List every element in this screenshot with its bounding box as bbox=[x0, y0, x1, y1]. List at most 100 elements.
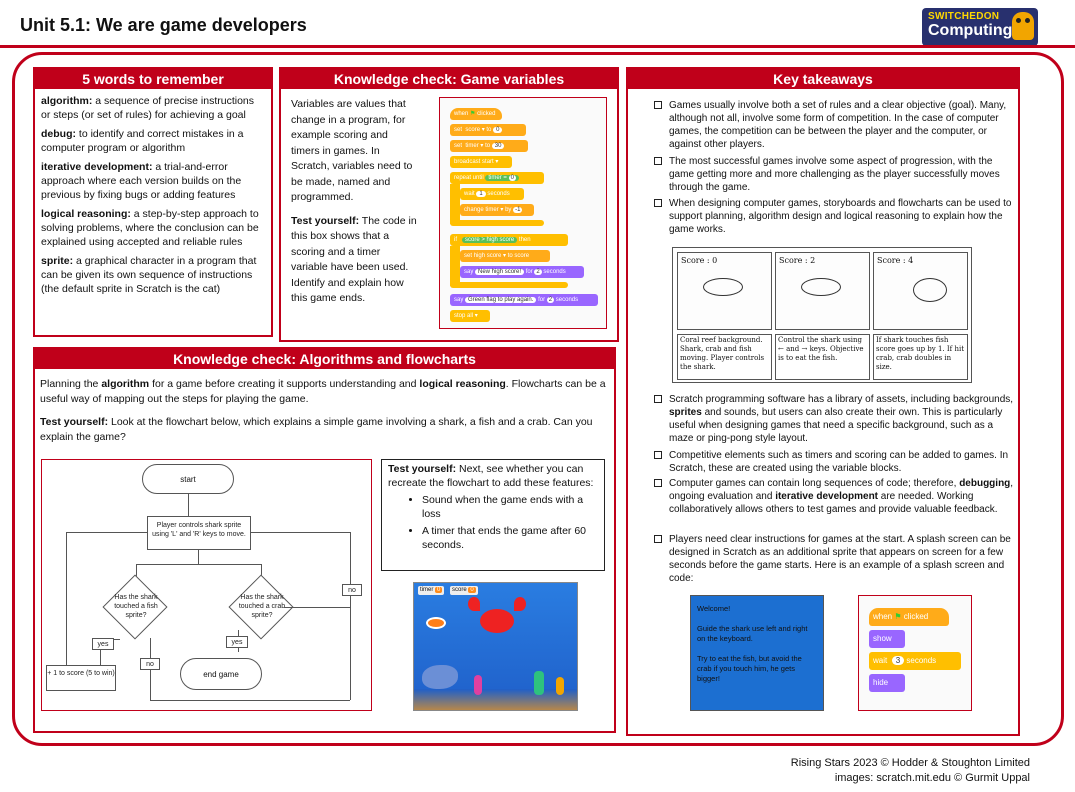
shark-sketch-icon bbox=[703, 278, 743, 296]
word-item: algorithm: a sequence of precise instruc… bbox=[41, 94, 265, 122]
text: algorithm bbox=[101, 378, 150, 390]
block-text: for bbox=[538, 297, 546, 303]
text: iterative development bbox=[775, 491, 879, 502]
test-label: Test yourself: bbox=[291, 214, 360, 227]
page-title: Unit 5.1: We are game developers bbox=[20, 15, 307, 35]
block-text: broadcast bbox=[454, 159, 481, 165]
fish-sprite-icon bbox=[426, 617, 446, 629]
takeaway-text: Computer games can contain long sequence… bbox=[669, 477, 1014, 516]
words-list: algorithm: a sequence of precise instruc… bbox=[35, 89, 271, 306]
flow-no-label: no bbox=[342, 584, 362, 596]
word-term: sprite: bbox=[41, 255, 74, 267]
word-item: logical reasoning: a step-by-step approa… bbox=[41, 207, 265, 249]
say-new-high-block: say New high score! for 2 seconds bbox=[460, 266, 584, 278]
flow-control-step: Player controls shark sprite using 'L' a… bbox=[147, 516, 251, 550]
text: sprites bbox=[669, 407, 702, 418]
takeaways-heading: Key takeaways bbox=[628, 69, 1018, 89]
words-panel: 5 words to remember algorithm: a sequenc… bbox=[33, 67, 273, 337]
wait-block: wait 1 seconds bbox=[460, 188, 524, 200]
test-label: Test yourself: bbox=[40, 416, 109, 428]
word-item: debug: to identify and correct mistakes … bbox=[41, 127, 265, 155]
block-text: when bbox=[873, 612, 893, 621]
text: , ongoing evaluation and bbox=[669, 478, 1014, 502]
word-item: iterative development: a trial-and-error… bbox=[41, 160, 265, 202]
block-text: high score bbox=[473, 253, 502, 259]
checkbox-icon bbox=[654, 199, 662, 207]
storyboard-score-3: Score : 4 bbox=[877, 256, 914, 265]
checkbox-icon bbox=[654, 451, 662, 459]
word-item: sprite: a graphical character in a progr… bbox=[41, 254, 265, 296]
word-def: a graphical character in a program that … bbox=[41, 255, 257, 295]
text: debugging bbox=[959, 478, 1011, 489]
text: Computer games can contain long sequence… bbox=[669, 478, 960, 489]
repeat-body-arm bbox=[450, 184, 460, 224]
takeaway-text: Competitive elements such as timers and … bbox=[669, 450, 1009, 474]
takeaway-text: Players need clear instructions for game… bbox=[669, 534, 1011, 584]
block-text: all bbox=[467, 313, 474, 319]
test-label: Test yourself: bbox=[388, 463, 457, 475]
words-heading: 5 words to remember bbox=[35, 69, 271, 89]
test-text: Look at the flowchart below, which expla… bbox=[40, 416, 593, 443]
seabed-decoration bbox=[414, 689, 577, 710]
storyboard: Score : 0 Score : 2 Score : 4 Coral reef… bbox=[672, 247, 972, 383]
block-value: 2 bbox=[546, 297, 555, 303]
storyboard-score-1: Score : 0 bbox=[681, 256, 718, 265]
wait-block: wait 3 seconds bbox=[869, 652, 961, 670]
crab-claw-icon bbox=[514, 597, 526, 611]
storyboard-caption-3 bbox=[873, 334, 968, 380]
block-text: seconds bbox=[906, 656, 937, 665]
box-intro: Test yourself: Next, see whether you can… bbox=[388, 463, 598, 490]
header-divider bbox=[0, 45, 1075, 48]
block-text: then bbox=[518, 237, 531, 243]
block-text: say bbox=[464, 269, 474, 275]
algorithms-intro-para: Planning the algorithm for a game before… bbox=[40, 377, 610, 407]
takeaways-panel: Key takeaways Games usually involve both… bbox=[626, 67, 1020, 736]
algorithms-test: Test yourself: Look at the flowchart bel… bbox=[40, 415, 610, 445]
block-text: seconds bbox=[555, 297, 579, 303]
storyboard-score-2: Score : 2 bbox=[779, 256, 816, 265]
test-yourself-box: Test yourself: Next, see whether you can… bbox=[381, 459, 605, 571]
when-flag-block: when ⚑ clicked bbox=[869, 608, 949, 626]
repeat-until-block: repeat until timer = 0 bbox=[450, 172, 544, 184]
test-text: The code in this box shows that a scorin… bbox=[291, 214, 417, 305]
text: Scratch programming software has a libra… bbox=[669, 394, 1014, 405]
flow-score-step: + 1 to score (5 to win) bbox=[46, 665, 116, 691]
block-text: if bbox=[454, 237, 457, 243]
block-text: wait bbox=[464, 191, 475, 197]
takeaways-list: Games usually involve both a set of rule… bbox=[654, 97, 1016, 734]
flow-connector bbox=[261, 564, 262, 582]
timer-readout: timer 0 bbox=[418, 586, 445, 595]
block-value: Green flag to play again. bbox=[465, 297, 537, 303]
crab-sketch-icon bbox=[913, 278, 947, 302]
block-value: 1 bbox=[476, 191, 486, 197]
flow-yes-label: yes bbox=[92, 638, 114, 650]
block-text: timer bbox=[465, 143, 479, 149]
content-frame bbox=[12, 52, 1064, 746]
block-value: 2 bbox=[534, 269, 542, 275]
block-text: repeat until bbox=[454, 175, 484, 181]
feature-item: Sound when the game ends with a loss bbox=[422, 494, 598, 521]
coral-decoration bbox=[474, 675, 482, 695]
block-text: stop bbox=[454, 313, 466, 319]
readout-label: timer bbox=[420, 587, 434, 593]
checkbox-icon bbox=[654, 157, 662, 165]
word-def: to identify and correct mistakes in a co… bbox=[41, 128, 244, 154]
block-value: 0 bbox=[493, 127, 503, 133]
block-text: by bbox=[505, 207, 512, 213]
block-text: score bbox=[465, 127, 481, 133]
variables-intro: Variables are values that change in a pr… bbox=[291, 98, 413, 203]
variables-test: Test yourself: The code in this box show… bbox=[291, 214, 419, 307]
footer-copyright: Rising Stars 2023 © Hodder & Stoughton L… bbox=[790, 757, 1030, 769]
flow-connector bbox=[100, 639, 101, 665]
block-text: to bbox=[507, 253, 513, 259]
score-readout: score 0 bbox=[450, 586, 478, 595]
flow-connector bbox=[136, 564, 137, 582]
flowchart: start Player controls shark sprite using… bbox=[41, 459, 372, 711]
flow-connector bbox=[251, 532, 351, 533]
flow-crab-question: Has the shark touched a crab sprite? bbox=[238, 594, 286, 619]
storyboard-caption-text: Control the shark using ← and → keys. Ob… bbox=[778, 336, 864, 362]
flow-no-label: no bbox=[140, 658, 160, 670]
say-green-flag-block: say Green flag to play again. for 2 seco… bbox=[450, 294, 598, 306]
checkbox-icon bbox=[654, 479, 662, 487]
block-text: clicked bbox=[903, 612, 929, 621]
